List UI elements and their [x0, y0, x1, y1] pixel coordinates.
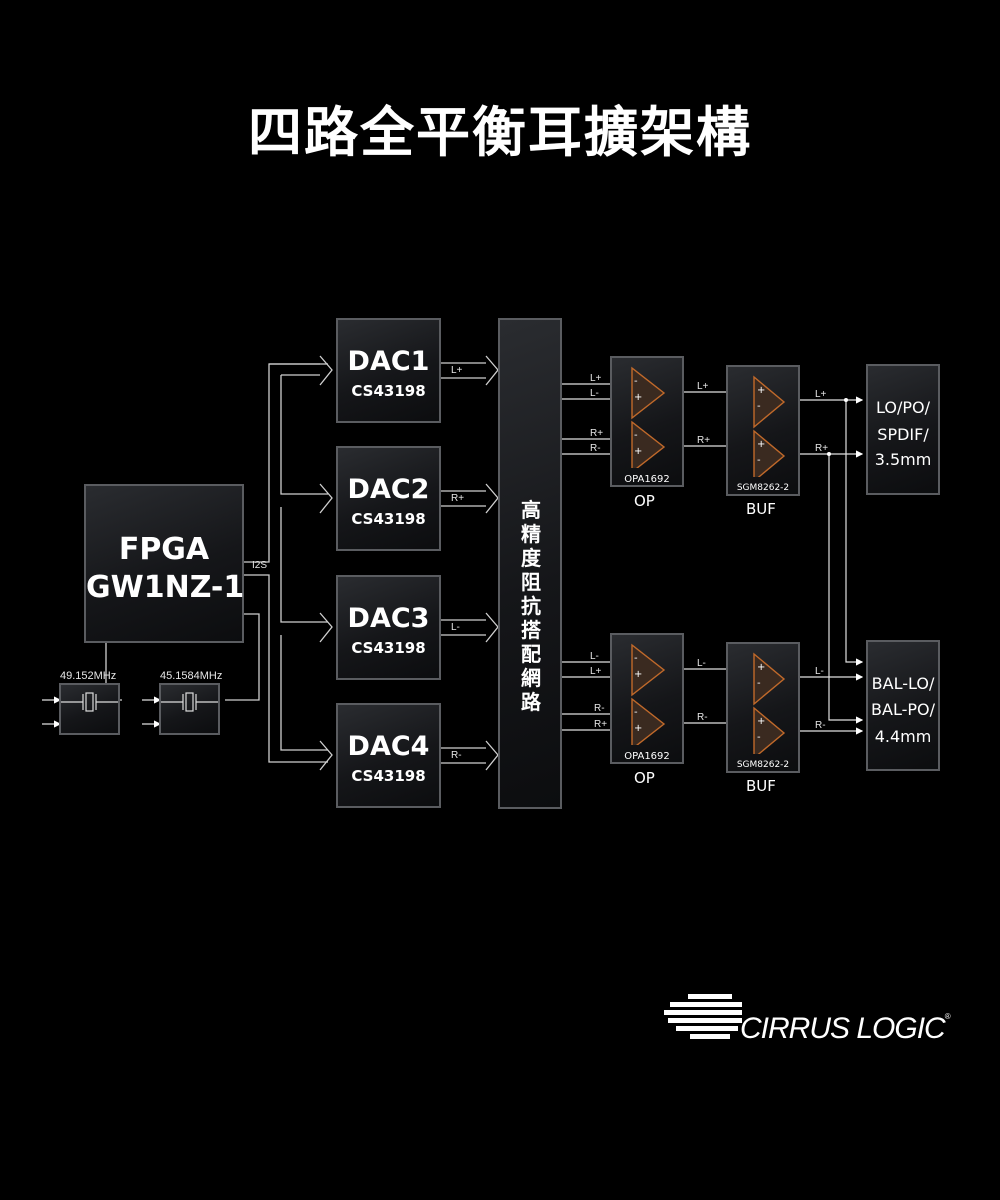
clock-line-2 [225, 613, 260, 701]
dac1-output-label: L+ [451, 365, 463, 376]
minus-sign: - [634, 707, 638, 718]
output-line: 3.5mm [874, 450, 932, 469]
buf-caption: BUF [746, 777, 776, 795]
output-balanced-block: BAL-LO/ BAL-PO/ 4.4mm [866, 640, 940, 771]
buf1-output-label: R+ [815, 443, 829, 454]
op-caption: OP [634, 769, 655, 787]
opamp-icon [631, 643, 666, 745]
dac-chip: CS43198 [351, 767, 426, 785]
op1-input-label: L- [590, 388, 599, 399]
output-se-block: LO/PO/ SPDIF/ 3.5mm [866, 364, 940, 495]
op-chip-label: OPA1692 [624, 751, 670, 762]
oscillator-2-freq: 45.1584MHz [160, 670, 223, 682]
op-chip-label: OPA1692 [624, 474, 670, 485]
minus-sign: - [634, 430, 638, 441]
i2s-bus-lower [243, 574, 328, 763]
oscillator-2 [159, 683, 220, 735]
buf-caption: BUF [746, 500, 776, 518]
network-label: 高精度阻抗搭配網路 [521, 498, 541, 714]
op1-input-label: R- [590, 443, 601, 454]
fpga-model: GW1NZ-1 [86, 570, 245, 605]
oscillator-1-freq: 49.152MHz [60, 670, 117, 682]
dac-name: DAC3 [347, 603, 430, 634]
minus-sign: - [757, 678, 761, 689]
op2-input-label: L+ [590, 666, 602, 677]
minus-sign: - [757, 401, 761, 412]
minus-sign: - [634, 653, 638, 664]
i2s-bus-upper [243, 363, 328, 563]
dac4-output-label: R- [451, 750, 462, 761]
registered-mark: ® [944, 1012, 951, 1021]
output-line: BAL-LO/ [871, 674, 935, 693]
dac2-output-label: R+ [451, 493, 465, 504]
op-stage-1: - + - + OPA1692 [610, 356, 684, 487]
fpga-block: FPGA GW1NZ-1 [84, 484, 244, 643]
minus-sign: - [757, 732, 761, 743]
buffer-amp-icon [753, 652, 786, 754]
output-line: SPDIF/ [877, 425, 929, 444]
cirrus-logic-logo: CIRRUS LOGIC® [740, 1012, 951, 1046]
op1-output-label: R+ [697, 435, 711, 446]
buf1-output-label: L+ [815, 389, 827, 400]
plus-sign: + [634, 669, 643, 680]
i2s-label: I2S [252, 560, 268, 571]
dac4-block: DAC4 CS43198 [336, 703, 441, 808]
page-title: 四路全平衡耳擴架構 [248, 101, 752, 164]
dac-chip: CS43198 [351, 382, 426, 400]
buf-stage-2: + - + - SGM8262-2 [726, 642, 800, 773]
cirrus-logic-logo-icon [664, 994, 742, 1039]
minus-sign: - [757, 455, 761, 466]
plus-sign: + [757, 716, 766, 727]
buf-chip-label: SGM8262-2 [736, 760, 790, 770]
buffer-amp-icon [753, 375, 786, 477]
dac3-block: DAC3 CS43198 [336, 575, 441, 680]
buf-chip-label: SGM8262-2 [736, 483, 790, 493]
op1-output-label: L+ [697, 381, 709, 392]
opamp-icon [631, 366, 666, 468]
dac-chip: CS43198 [351, 510, 426, 528]
op-stage-2: - + - + OPA1692 [610, 633, 684, 764]
dac-chip: CS43198 [351, 639, 426, 657]
output-line: 4.4mm [874, 727, 932, 746]
op2-output-label: L- [697, 658, 706, 669]
buf2-output-label: L- [815, 666, 824, 677]
buf-stage-1: + - + - SGM8262-2 [726, 365, 800, 496]
plus-sign: + [757, 385, 766, 396]
dac3-output-label: L- [451, 622, 460, 633]
dac2-block: DAC2 CS43198 [336, 446, 441, 551]
logo-text: CIRRUS LOGIC [740, 1012, 946, 1045]
op1-input-label: R+ [590, 428, 604, 439]
op1-input-label: L+ [590, 373, 602, 384]
output-line: LO/PO/ [876, 398, 930, 417]
buf2-output-label: R- [815, 720, 826, 731]
plus-sign: + [634, 392, 643, 403]
plus-sign: + [634, 446, 643, 457]
plus-sign: + [757, 662, 766, 673]
op-caption: OP [634, 492, 655, 510]
plus-sign: + [757, 439, 766, 450]
dac1-block: DAC1 CS43198 [336, 318, 441, 423]
op2-input-label: R- [594, 703, 605, 714]
crystal-icon [61, 692, 118, 712]
plus-sign: + [634, 723, 643, 734]
op2-input-label: R+ [594, 719, 608, 730]
output-line: BAL-PO/ [871, 700, 935, 719]
dac-name: DAC1 [347, 346, 430, 377]
oscillator-1 [59, 683, 120, 735]
op2-output-label: R- [697, 712, 708, 723]
crystal-icon [161, 692, 218, 712]
dac-name: DAC2 [347, 474, 430, 505]
op2-input-label: L- [590, 651, 599, 662]
dac-name: DAC4 [347, 731, 430, 762]
fpga-label: FPGA [118, 532, 210, 567]
minus-sign: - [634, 376, 638, 387]
impedance-network-block: 高精度阻抗搭配網路 [498, 318, 562, 809]
